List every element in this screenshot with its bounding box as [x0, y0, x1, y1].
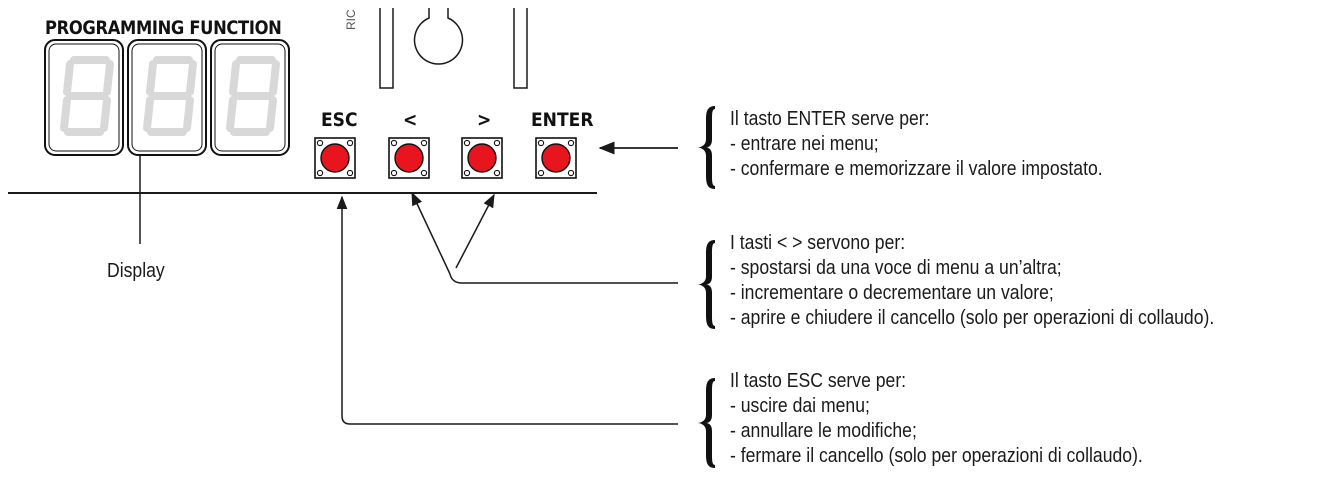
button-cap [394, 143, 424, 173]
display-segment [266, 96, 277, 132]
button-cap [541, 143, 571, 173]
arrows-callout: I tasti < > servono per: - spostarsi da … [730, 231, 1214, 331]
button-screw [493, 139, 501, 147]
button-screw [346, 139, 354, 147]
panel-heading: PROGRAMMING FUNCTION [45, 17, 282, 39]
display-segment [143, 96, 154, 132]
button-screw [493, 169, 501, 177]
esc-callout: Il tasto ESC serve per: - uscire dai men… [730, 369, 1143, 469]
arrows-callout-line: - spostarsi da una voce di menu a un’alt… [730, 257, 1062, 279]
button-screw [463, 139, 471, 147]
brace-arrows [697, 240, 715, 329]
arrows-callout-title: I tasti < > servono per: [730, 232, 906, 254]
enter-callout: Il tasto ENTER serve per: - entrare nei … [730, 107, 1103, 182]
button-screw [420, 139, 428, 147]
enter-callout-line: - confermare e memorizzare il valore imp… [730, 158, 1103, 180]
enter-callout-title: Il tasto ENTER serve per: [730, 108, 930, 130]
esc-callout-line: - uscire dai menu; [730, 395, 870, 417]
right-label: > [477, 109, 492, 131]
arrows-callout-line: - aprire e chiudere il cancello (solo pe… [730, 307, 1215, 329]
button-screw [390, 139, 398, 147]
display-segment [269, 60, 280, 96]
brace-enter [697, 106, 715, 189]
right-button [461, 137, 503, 179]
esc-leader [336, 195, 678, 425]
button-screw [316, 139, 324, 147]
display-segment [186, 60, 197, 96]
button-cap [320, 143, 350, 173]
left-label: < [403, 109, 418, 131]
button-screw [316, 169, 324, 177]
esc-callout-line: - annullare le modifiche; [730, 420, 917, 442]
button-screw [567, 139, 575, 147]
digit-1 [44, 39, 124, 156]
display-segment [146, 60, 157, 96]
display-segment [60, 96, 71, 132]
enter-callout-line: - entrare nei menu; [730, 133, 879, 155]
display-segment [103, 60, 114, 96]
button-cap [467, 143, 497, 173]
esc-label: ESC [321, 109, 358, 131]
button-screw [463, 169, 471, 177]
button-row [314, 137, 577, 179]
left-button [388, 137, 430, 179]
brace-esc [697, 378, 715, 468]
button-screw [567, 169, 575, 177]
button-screw [346, 169, 354, 177]
receiver-slot [379, 8, 528, 89]
display-segment [100, 96, 111, 132]
digit-2 [127, 39, 207, 156]
button-screw [420, 169, 428, 177]
esc-callout-title: Il tasto ESC serve per: [730, 370, 907, 392]
esc-button [314, 137, 356, 179]
enter-label: ENTER [531, 109, 594, 131]
button-screw [537, 139, 545, 147]
enter-button [535, 137, 577, 179]
seven-segment-display [44, 39, 290, 156]
display-segment [63, 60, 74, 96]
display-segment [229, 60, 240, 96]
arrows-leader [411, 191, 678, 284]
arrows-callout-line: - incrementare o decrementare un valore; [730, 282, 1054, 304]
display-segment [226, 96, 237, 132]
display-label: Display [107, 260, 165, 282]
button-screw [390, 169, 398, 177]
ric-label: RIC [344, 9, 358, 30]
button-screw [537, 169, 545, 177]
digit-3 [210, 39, 290, 156]
display-segment [183, 96, 194, 132]
esc-callout-line: - fermare il cancello (solo per operazio… [730, 445, 1143, 467]
